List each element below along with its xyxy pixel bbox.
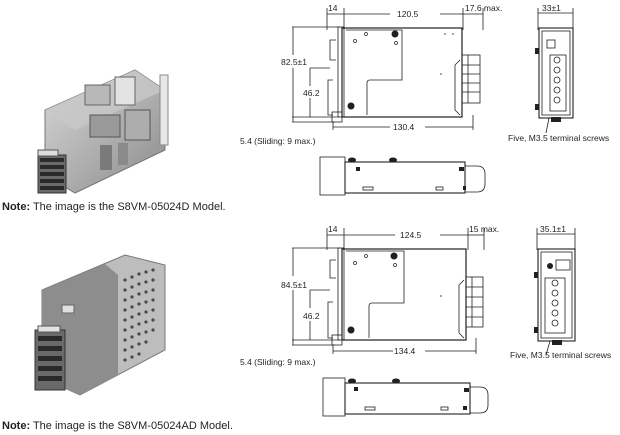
dim-rail-height-top: 46.2 xyxy=(303,88,320,98)
side-view-drawing-bottom xyxy=(292,228,576,417)
dim-front-depth-top: 14 xyxy=(328,3,338,13)
dim-height-bottom: 84.5±1 xyxy=(281,280,307,290)
dim-height-top: 82.5±1 xyxy=(281,57,307,67)
dim-width-top: 33±1 xyxy=(542,3,561,13)
dim-rail-height-bottom: 46.2 xyxy=(303,311,320,321)
product-photo-open-frame xyxy=(37,69,169,194)
dim-overall-length-top: 130.4 xyxy=(393,122,415,132)
note-label: Note: xyxy=(2,420,31,432)
note-text: The image is the S8VM-05024D Model. xyxy=(30,201,226,213)
dim-body-length-bottom: 124.5 xyxy=(400,230,422,240)
terminal-screws-note-bottom: Five, M3.5 terminal screws xyxy=(510,350,612,360)
dim-body-length-top: 120.5 xyxy=(397,9,419,19)
product-photo-covered xyxy=(34,254,166,396)
note-label: Note: xyxy=(2,201,31,213)
terminal-screws-note-top: Five, M3.5 terminal screws xyxy=(508,133,610,143)
side-view-drawing-top xyxy=(292,8,574,196)
model-note-top: Note: The image is the S8VM-05024D Model… xyxy=(2,201,226,213)
dim-overall-length-bottom: 134.4 xyxy=(394,346,416,356)
model-note-bottom: Note: The image is the S8VM-05024AD Mode… xyxy=(2,420,233,432)
dim-width-bottom: 35.1±1 xyxy=(540,224,566,234)
dim-front-depth-bottom: 14 xyxy=(328,224,338,234)
dim-terminal-max-top: 17.6 max. xyxy=(465,3,503,13)
note-text: The image is the S8VM-05024AD Model. xyxy=(30,420,233,432)
dim-sliding-top: 5.4 (Sliding: 9 max.) xyxy=(240,136,316,146)
dim-sliding-bottom: 5.4 (Sliding: 9 max.) xyxy=(240,357,316,367)
dim-terminal-max-bottom: 15 max. xyxy=(469,224,500,234)
